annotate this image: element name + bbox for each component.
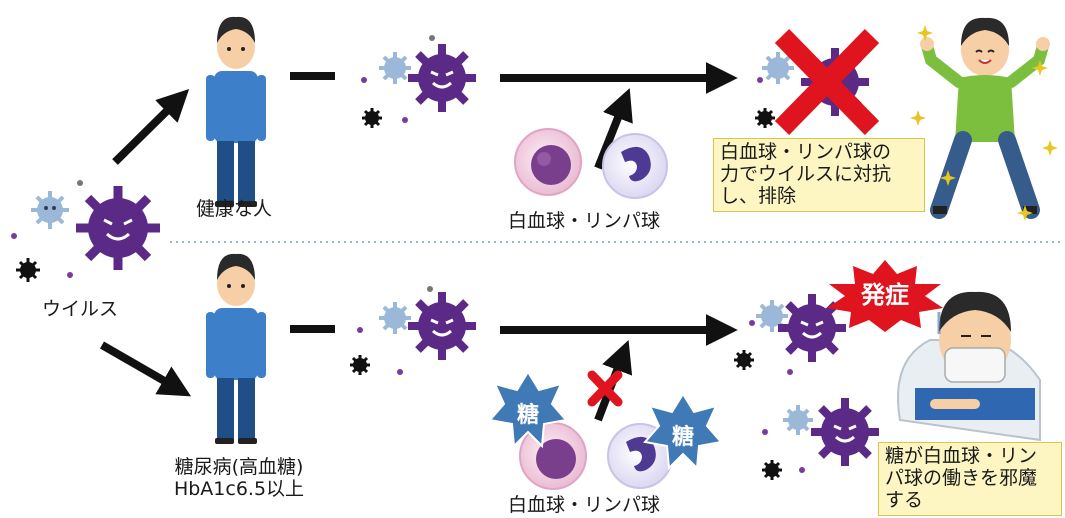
virus-cluster-source bbox=[11, 180, 160, 282]
dash-top bbox=[290, 72, 335, 80]
note-line: 糖が白血球・リン bbox=[885, 445, 1038, 467]
virus-cluster-bottom bbox=[350, 286, 476, 375]
virus-blue-icon bbox=[31, 191, 69, 229]
virus-purple-icon bbox=[408, 44, 476, 112]
virus-cluster-top bbox=[361, 35, 476, 128]
sugar-right-text: 糖 bbox=[671, 425, 694, 450]
virus-purple-icon bbox=[408, 292, 476, 360]
virus-purple-icon bbox=[778, 294, 846, 362]
virus-purple-icon bbox=[811, 398, 879, 466]
wbc-label-top: 白血球・リンパ球 bbox=[508, 210, 661, 232]
sparkle-icons bbox=[910, 25, 1058, 221]
neutrophil-icon bbox=[602, 133, 668, 199]
cell-arrow-top bbox=[594, 88, 633, 170]
lymphocyte-icon bbox=[514, 128, 582, 196]
blocked-cross-icon bbox=[587, 370, 623, 407]
healthy-person-icon bbox=[206, 16, 266, 207]
note-line: 力でウイルスに対抗 bbox=[720, 163, 892, 185]
note-line: 白血球・リンパ球の bbox=[720, 141, 892, 163]
dot bbox=[67, 272, 73, 278]
virus-purple-icon bbox=[76, 186, 160, 270]
virus-black-icon bbox=[350, 355, 370, 375]
healthy-person-label: 健康な人 bbox=[196, 198, 273, 220]
sugar-star-right-icon bbox=[643, 392, 723, 471]
virus-blue-icon bbox=[762, 52, 794, 84]
diabetes-explanation-note: 糖が白血球・リン パ球の働きを邪魔 する bbox=[878, 442, 1062, 516]
dot bbox=[11, 233, 17, 239]
note-line: する bbox=[885, 489, 924, 511]
dot bbox=[77, 180, 83, 186]
dash-bottom bbox=[290, 325, 335, 333]
virus-blue-icon bbox=[379, 302, 411, 334]
happy-person-icon bbox=[920, 17, 1050, 219]
virus-blue-icon bbox=[783, 405, 813, 435]
onset-text: 発症 bbox=[861, 281, 909, 309]
diabetes-label-line1: 糖尿病(高血糖) bbox=[174, 456, 304, 478]
virus-label: ウイルス bbox=[42, 298, 119, 320]
virus-blue-icon bbox=[379, 52, 411, 84]
virus-black-icon bbox=[755, 108, 775, 128]
sick-person-icon bbox=[897, 291, 1041, 442]
virus-black-icon bbox=[762, 460, 782, 480]
virus-black-icon bbox=[362, 108, 382, 128]
diabetes-label-line2: HbA1c6.5以上 bbox=[173, 478, 305, 500]
arrow-to-diabetes bbox=[100, 341, 192, 397]
virus-black-icon bbox=[16, 258, 40, 282]
wbc-label-bottom: 白血球・リンパ球 bbox=[508, 494, 661, 516]
sugar-left-text: 糖 bbox=[516, 403, 539, 428]
virus-cluster-bottom-right bbox=[734, 294, 879, 480]
big-red-cross-icon bbox=[774, 29, 880, 135]
healthy-explanation-note: 白血球・リンパ球の 力でウイルスに対抗 し、排除 bbox=[713, 138, 925, 212]
virus-black-icon bbox=[734, 350, 754, 370]
sugar-star-left-icon bbox=[488, 370, 568, 449]
virus-blue-icon bbox=[756, 300, 788, 332]
white-blood-cells-top bbox=[514, 128, 668, 199]
arrow-to-healthy bbox=[112, 89, 190, 165]
note-line: し、排除 bbox=[720, 185, 797, 207]
diabetes-person-icon bbox=[206, 253, 266, 444]
note-line: パ球の働きを邪魔 bbox=[885, 467, 1038, 489]
onset-burst-icon bbox=[827, 260, 943, 332]
